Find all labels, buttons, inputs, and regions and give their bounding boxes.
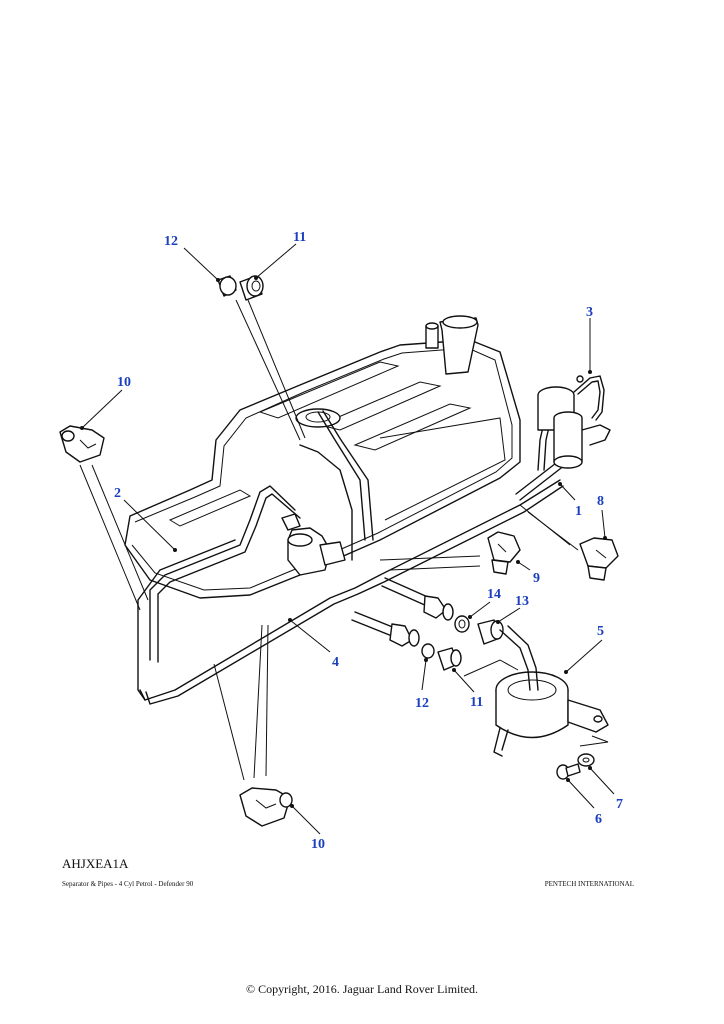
- callout-4[interactable]: 4: [332, 655, 339, 670]
- callout-1[interactable]: 1: [575, 504, 582, 519]
- callout-9[interactable]: 9: [533, 571, 540, 586]
- callout-6[interactable]: 6: [595, 812, 602, 827]
- clip-9: [487, 531, 521, 575]
- callout-2[interactable]: 2: [114, 486, 121, 501]
- copyright-notice: © Copyright, 2016. Jaguar Land Rover Lim…: [245, 982, 479, 996]
- leader-lines: [79, 243, 615, 835]
- callout-11-bottom[interactable]: 11: [470, 695, 483, 710]
- publisher-name: PENTECH INTERNATIONAL: [544, 880, 634, 888]
- callout-13[interactable]: 13: [515, 594, 529, 609]
- pipe-connectors: [351, 577, 504, 671]
- callouts: 12 11 3 10 2 1 8 9 14 13 5 4 12 11 7 6 1…: [114, 230, 623, 852]
- screw-washer: [556, 753, 595, 780]
- callout-12-top[interactable]: 12: [164, 234, 178, 249]
- callout-8[interactable]: 8: [597, 494, 604, 509]
- callout-7[interactable]: 7: [616, 797, 623, 812]
- fuel-separator: [493, 625, 609, 757]
- callout-5[interactable]: 5: [597, 624, 604, 639]
- diagram-subtitle: Separator & Pipes - 4 Cyl Petrol - Defen…: [62, 880, 194, 888]
- clip-10-top: [59, 425, 105, 463]
- valve-body: [281, 513, 346, 576]
- top-fittings: [217, 275, 264, 301]
- leader-dots: [80, 276, 607, 808]
- separator-canister: [537, 375, 611, 469]
- fuel-tank: [124, 315, 521, 599]
- callout-10-bottom[interactable]: 10: [311, 837, 325, 852]
- callout-12-bottom[interactable]: 12: [415, 696, 429, 711]
- callout-10-top[interactable]: 10: [117, 375, 131, 390]
- clip-8: [579, 537, 619, 581]
- callout-11-top[interactable]: 11: [293, 230, 306, 245]
- clip-10-bottom: [239, 787, 293, 827]
- fuel-pipes: [137, 410, 581, 705]
- callout-14[interactable]: 14: [487, 587, 501, 602]
- callout-3[interactable]: 3: [586, 305, 593, 320]
- diagram-code: AHJXEA1A: [62, 856, 129, 871]
